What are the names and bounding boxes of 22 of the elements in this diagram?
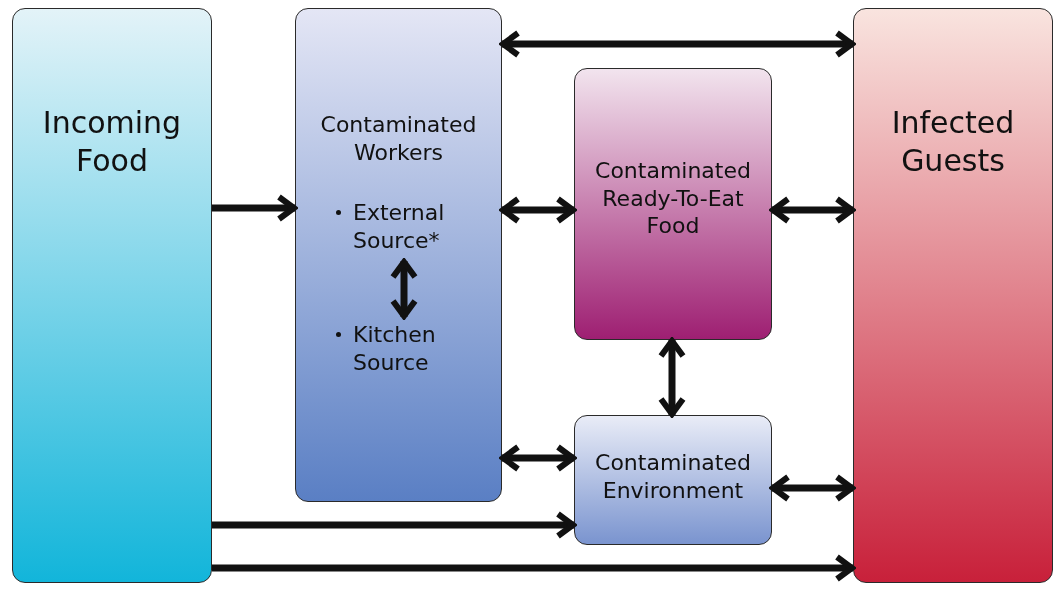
node-label: Incoming Food [41, 104, 183, 179]
node-label: Contaminated Workers [319, 111, 478, 166]
process-box [574, 415, 772, 545]
node-label: Infected Guests [890, 104, 1016, 179]
arrow [500, 444, 576, 472]
process-box [574, 68, 772, 340]
source-box [12, 8, 212, 583]
node-label: External Source* [353, 199, 446, 254]
arrow [770, 196, 855, 224]
process-box [295, 8, 502, 502]
node-label: Kitchen Source [353, 321, 437, 376]
arrow [500, 30, 855, 58]
node-label: Contaminated Ready-To-Eat Food [594, 157, 752, 240]
node-label: Contaminated Environment [594, 449, 752, 504]
arrow [390, 259, 418, 319]
arrow [212, 554, 855, 582]
arrow [212, 511, 576, 539]
outcome-box [853, 8, 1053, 583]
arrow [212, 194, 297, 222]
arrow [658, 338, 686, 417]
arrow [500, 196, 576, 224]
arrow [770, 474, 855, 502]
